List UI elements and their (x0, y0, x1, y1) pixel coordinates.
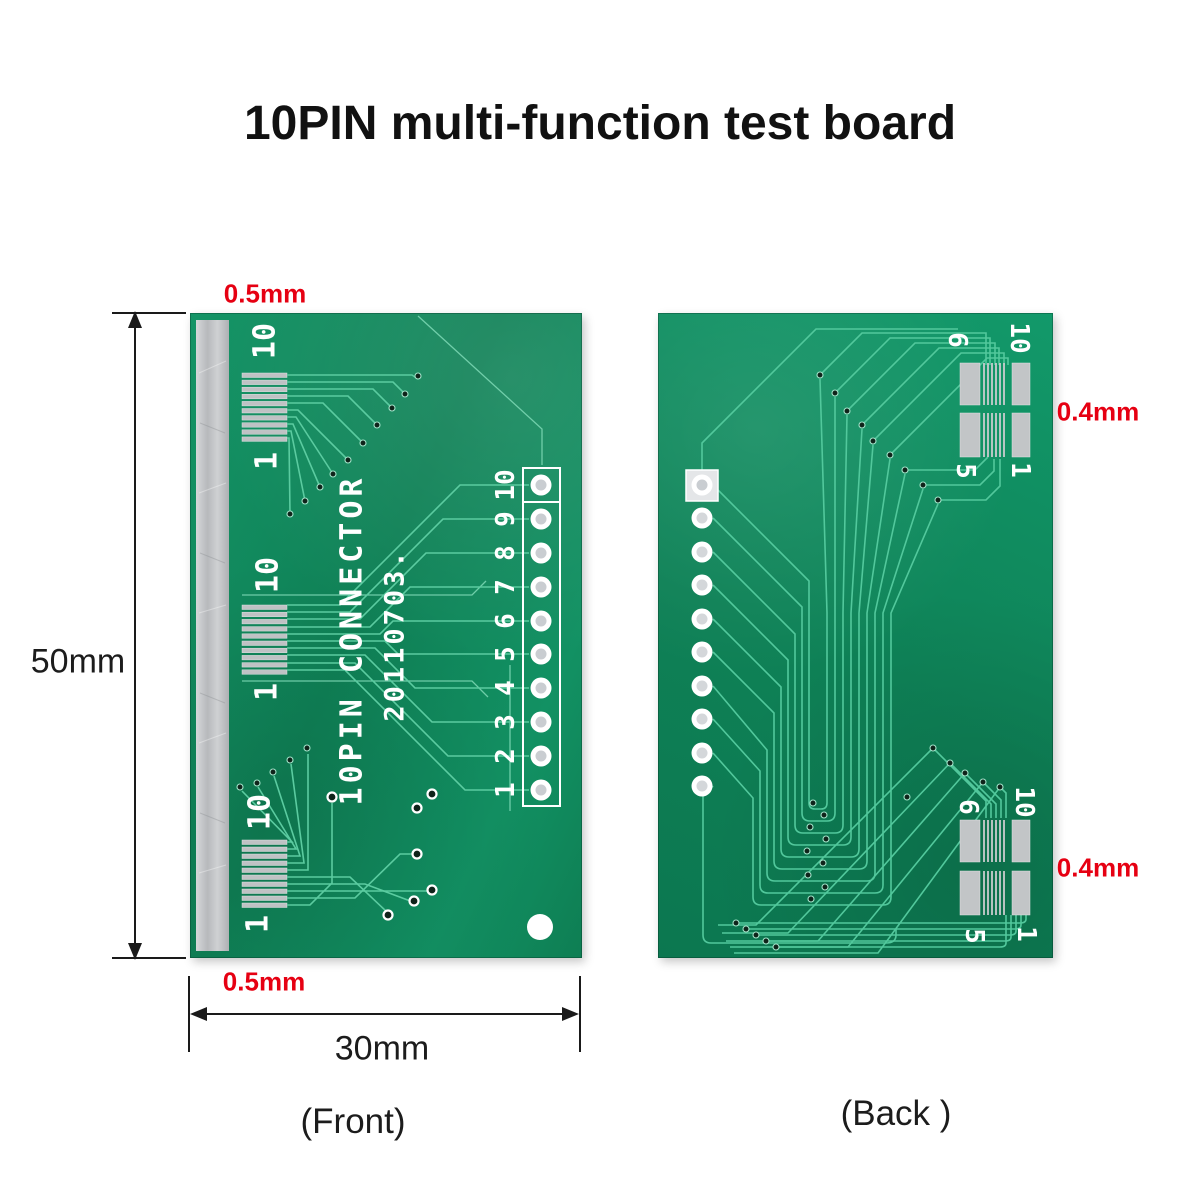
caption-back: (Back ) (840, 1094, 952, 1133)
front-fpc1-pin10-label: 10 (247, 322, 283, 360)
header-pin-6-label: 6 (491, 613, 521, 629)
header-pin-3-label: 3 (491, 714, 521, 730)
board-width-label: 30mm (334, 1029, 430, 1068)
page-title: 10PIN multi-function test board (243, 97, 957, 150)
back-groupB-pin5-label: 5 (959, 928, 989, 944)
header-pin-4-label: 4 (491, 680, 521, 696)
front-fpc1-pin1-label: 1 (249, 451, 285, 471)
back-groupB-pin1-label: 1 (1011, 926, 1041, 942)
thickness-bottom-label: 0.5mm (222, 966, 306, 997)
back-groupA-pin5-label: 5 (950, 463, 980, 479)
front-silkscreen-date: 20110703. (379, 548, 411, 722)
thickness-top-label: 0.5mm (223, 278, 307, 309)
front-fpc3-pin10-label: 10 (242, 793, 278, 831)
board-height-label: 50mm (30, 642, 126, 681)
header-pin-8-label: 8 (491, 545, 521, 561)
header-pin-1-label: 1 (491, 782, 521, 798)
pitch-top-label: 0.4mm (1056, 396, 1140, 427)
front-fpc2-pin1-label: 1 (249, 682, 285, 702)
header-pin-2-label: 2 (491, 748, 521, 764)
front-board: 10 1 10 1 10 1 10PIN CONNECTOR 20110703.… (190, 313, 582, 958)
front-silkscreen-text: 10PIN CONNECTOR (334, 474, 370, 806)
header-pin-5-label: 5 (491, 646, 521, 662)
caption-front: (Front) (300, 1102, 406, 1141)
back-board: 6 10 5 1 6 10 5 1 (658, 313, 1053, 958)
mounting-hole (527, 914, 553, 940)
back-groupA-pin6-label: 6 (942, 332, 972, 348)
back-board-artwork (685, 328, 1031, 954)
header-pin-10-label: 10 (491, 469, 521, 501)
front-board-artwork (196, 315, 561, 951)
back-groupB-pin6-label: 6 (953, 799, 983, 815)
back-groupA-pin10-label: 10 (1004, 322, 1034, 354)
front-fpc3-pin1-label: 1 (240, 914, 276, 934)
header-pin-9-label: 9 (491, 511, 521, 527)
header-pin-7-label: 7 (491, 579, 521, 595)
back-groupA-pin1-label: 1 (1005, 462, 1035, 478)
pitch-bottom-label: 0.4mm (1056, 852, 1140, 883)
back-groupB-pin10-label: 10 (1009, 786, 1039, 818)
front-fpc2-pin10-label: 10 (250, 556, 286, 594)
